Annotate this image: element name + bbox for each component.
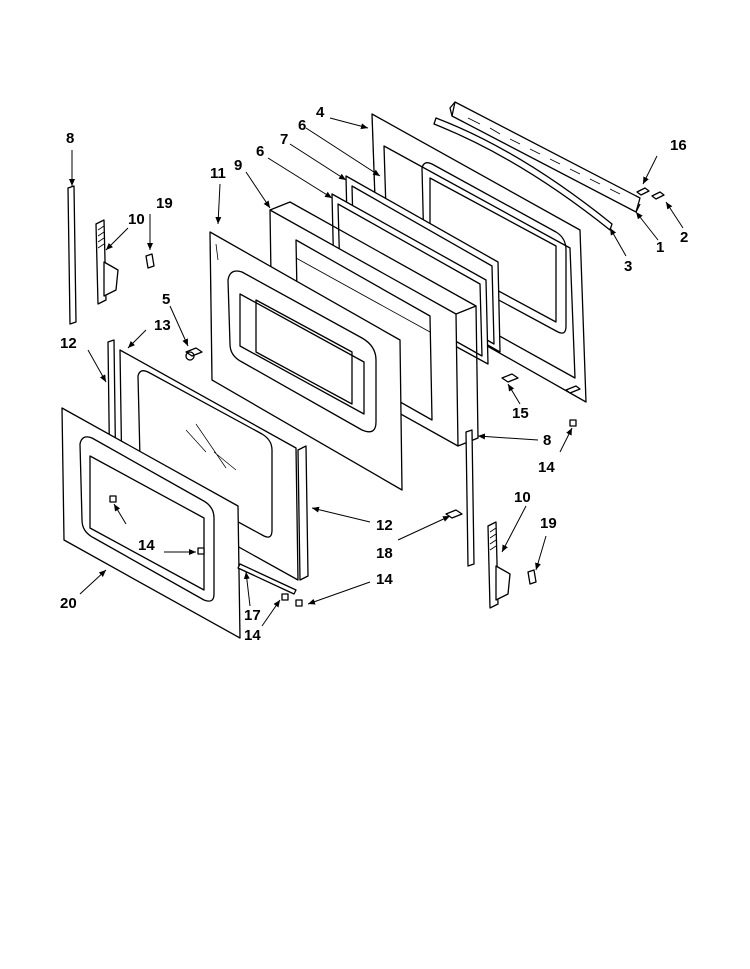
hinge-pin-right-part	[527, 569, 537, 585]
callout-5: 5	[162, 291, 170, 308]
callout-10: 10	[514, 489, 531, 506]
screws-part-14	[109, 419, 577, 607]
hinge-pin-left-part	[145, 253, 155, 269]
clip-part	[501, 373, 581, 394]
callout-12: 12	[376, 517, 393, 534]
callout-13: 13	[154, 317, 171, 334]
callout-3: 3	[624, 258, 632, 275]
hinge-receptacle-right-part	[465, 429, 475, 567]
screw-part-5	[185, 347, 203, 361]
callout-15: 15	[512, 405, 529, 422]
callout-1: 1	[656, 239, 664, 256]
callout-9: 9	[234, 157, 242, 174]
vent-trim-part	[433, 101, 641, 231]
callout-6: 6	[256, 143, 264, 160]
callout-11: 11	[210, 165, 226, 182]
hinge-right-part	[487, 521, 511, 609]
callout-labels: 1 2 3 4 5 6 6 7 8 8 9 10 10 11 12 12 13 …	[60, 104, 688, 644]
callout-7: 7	[280, 131, 288, 148]
callout-14: 14	[244, 627, 261, 644]
hinge-left-part	[95, 219, 119, 305]
side-trim-right-part	[297, 445, 309, 581]
hinge-receptacle-left-part	[67, 185, 77, 325]
callout-17: 17	[244, 607, 261, 624]
callout-16: 16	[670, 137, 687, 154]
screw-part	[636, 187, 665, 200]
callout-19: 19	[540, 515, 557, 532]
leader-lines	[69, 117, 684, 627]
outer-door-part	[61, 407, 241, 639]
callout-8: 8	[543, 432, 551, 449]
callout-2: 2	[680, 229, 688, 246]
callout-18: 18	[376, 545, 393, 562]
callout-19: 19	[156, 195, 173, 212]
callout-14: 14	[376, 571, 393, 588]
callout-6: 6	[298, 117, 306, 134]
callout-12: 12	[60, 335, 77, 352]
callout-20: 20	[60, 595, 77, 612]
callout-8: 8	[66, 130, 74, 147]
callout-14: 14	[538, 459, 555, 476]
callout-4: 4	[316, 104, 325, 121]
callout-10: 10	[128, 211, 145, 228]
callout-14: 14	[138, 537, 155, 554]
bottom-trim-part	[237, 563, 297, 595]
inner-door-frame-part	[209, 231, 403, 491]
